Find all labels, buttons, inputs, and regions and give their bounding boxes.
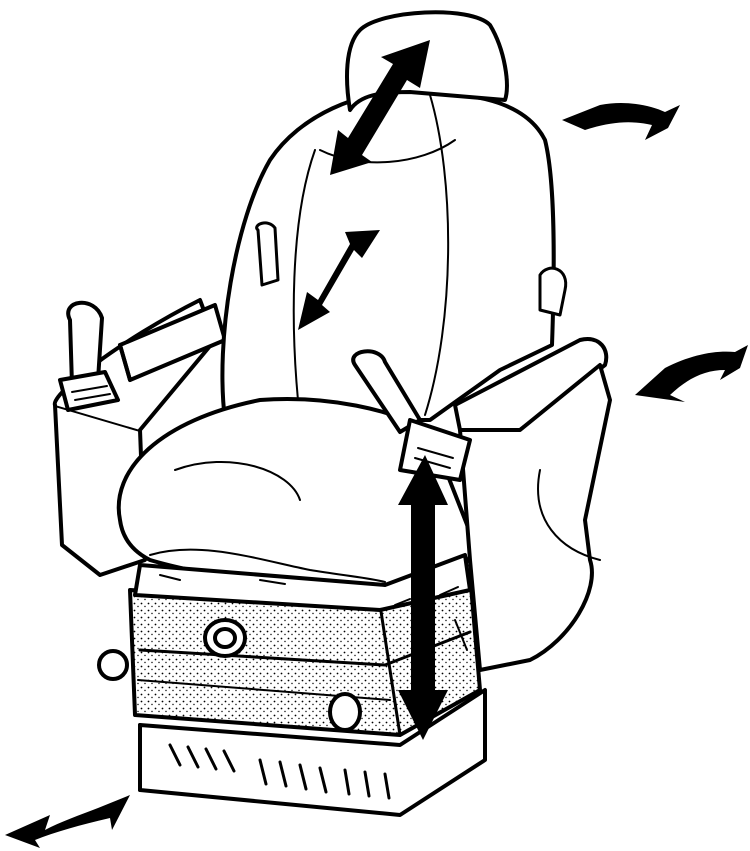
slide-knob-icon <box>330 694 360 730</box>
recline-lever-icon <box>540 268 566 315</box>
headrest <box>347 12 507 110</box>
weight-knob-icon <box>99 651 127 679</box>
armrest-arrow-icon <box>635 345 748 402</box>
slide-arrow-icon <box>5 795 130 848</box>
height-knob-icon <box>205 620 245 656</box>
recline-arrow-icon <box>562 103 680 140</box>
right-armrest <box>455 339 610 670</box>
